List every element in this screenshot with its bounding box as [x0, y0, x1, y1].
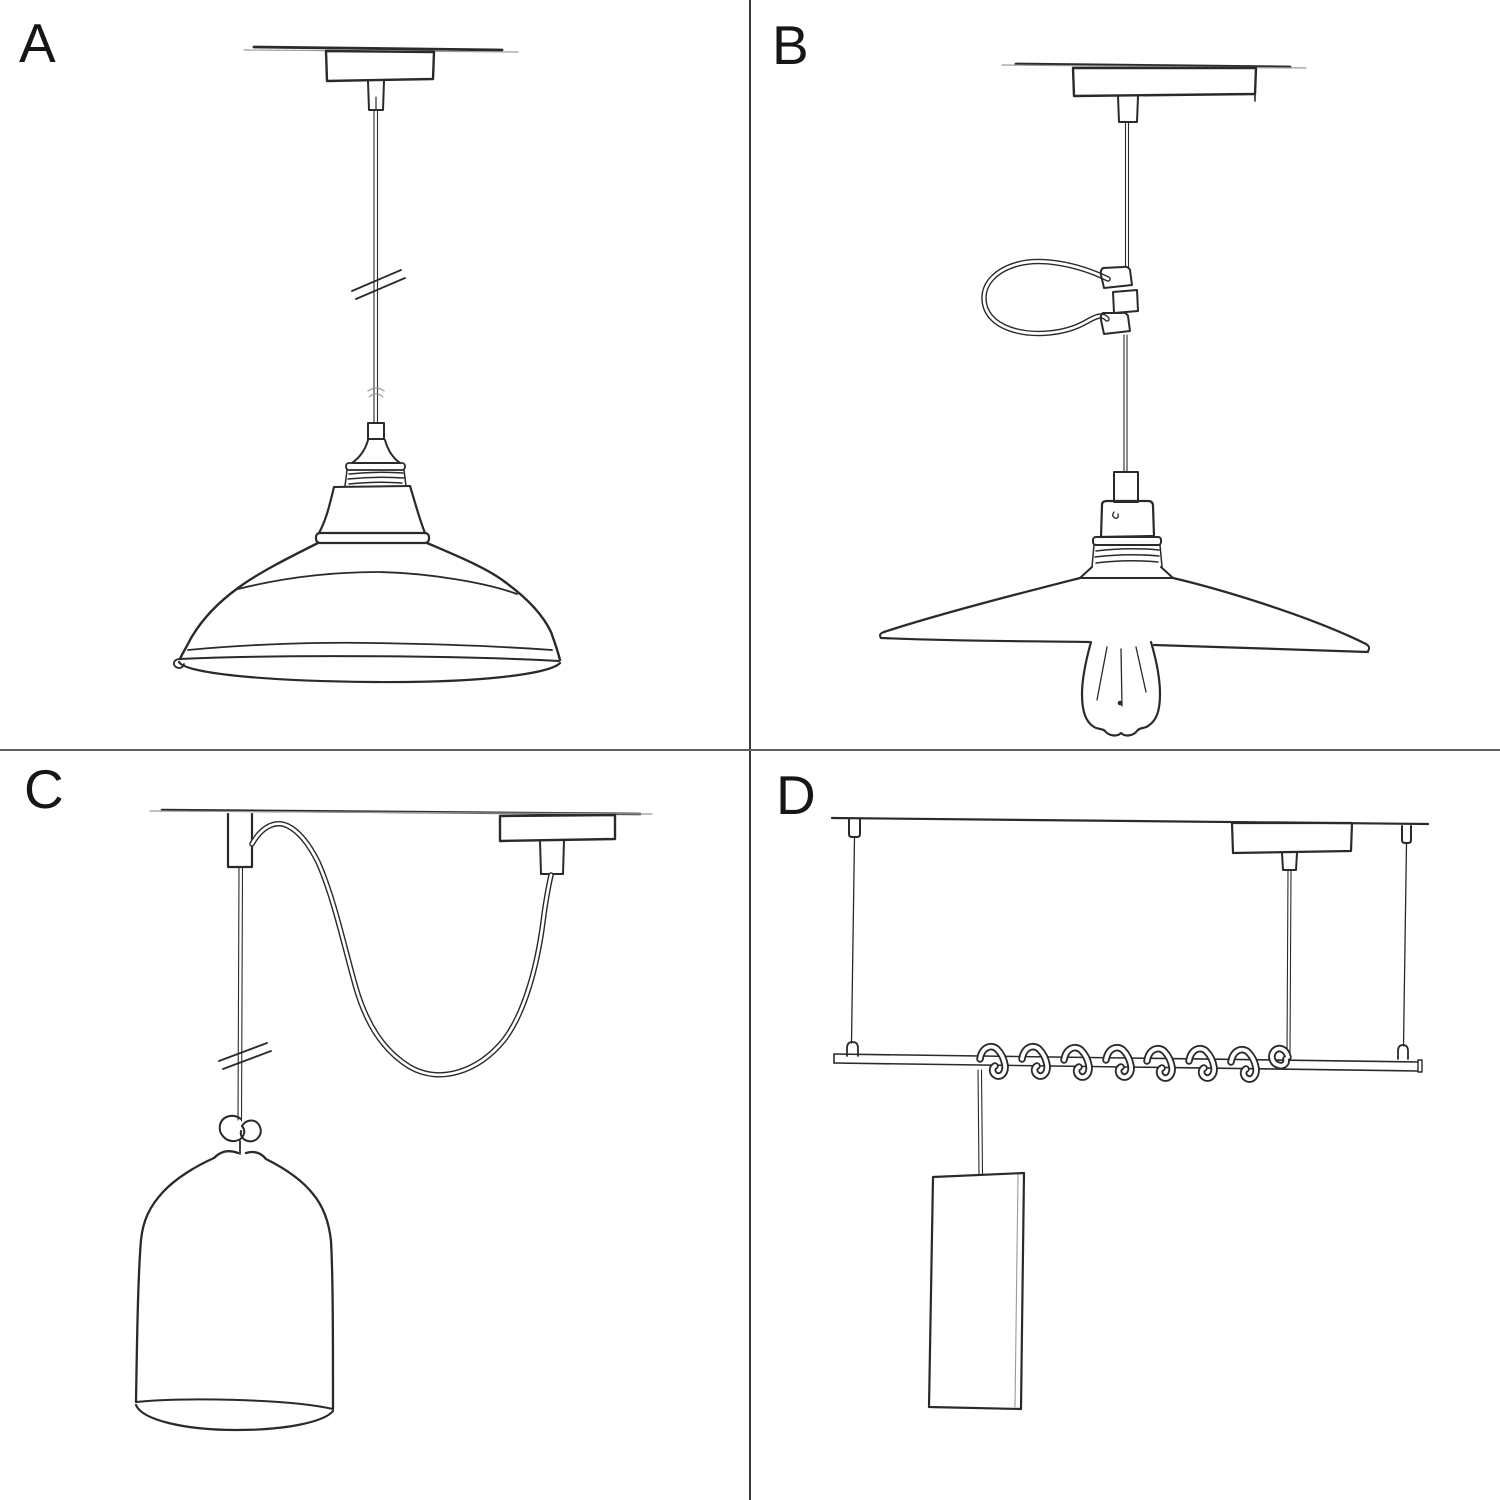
panel-c: C — [0, 750, 750, 1500]
cylinder-drop-cable — [977, 1069, 984, 1175]
draped-swag-cable — [249, 821, 554, 1078]
bell-shade — [134, 1150, 335, 1432]
panel-b-label: B — [772, 14, 809, 76]
cylinder-shade — [927, 1171, 1026, 1411]
light-bulb — [1080, 640, 1162, 737]
panel-d-label: D — [776, 764, 816, 826]
panel-b: B — [750, 0, 1500, 750]
pendant-flat-shade-bulb-sketch — [879, 62, 1371, 737]
cable-length-break-marks — [218, 1042, 272, 1070]
swag-pendant-bell-shade-sketch — [134, 808, 653, 1432]
cable-knot — [218, 1114, 262, 1155]
lamp-holder — [1079, 471, 1174, 579]
shade-neck — [314, 484, 431, 545]
pendant-cable-lower — [1123, 334, 1128, 472]
pendant-cable — [373, 109, 379, 424]
panel-d: D — [750, 750, 1500, 1500]
drop-cable — [237, 866, 244, 1122]
ceiling-rose — [498, 813, 617, 875]
pendant-cable-upper — [1124, 121, 1130, 268]
rose-drop-cable — [1286, 869, 1292, 1054]
ceiling-rose — [1071, 66, 1258, 123]
bar-suspension-cylinder-pendant-sketch — [830, 816, 1430, 1411]
bulb-filament-dot — [1117, 700, 1123, 706]
panel-a-label: A — [19, 12, 56, 74]
left-hanger — [846, 818, 861, 1057]
industrial-bowl-shade — [173, 541, 562, 684]
ceiling-line — [149, 808, 653, 816]
lamp-holder — [344, 422, 407, 487]
panel-a: A — [0, 0, 750, 750]
cable-clip — [1099, 265, 1139, 335]
panel-c-label: C — [24, 758, 64, 820]
cable-excess-loop — [981, 258, 1111, 337]
horizontal-divider-line — [0, 749, 1500, 751]
ceiling-rose — [1230, 821, 1354, 871]
pendant-industrial-shade-sketch — [173, 45, 562, 684]
flat-plate-shade — [879, 576, 1371, 654]
right-hanger — [1397, 825, 1412, 1060]
cable-length-break-marks — [351, 269, 406, 300]
cable-adjust-chevron-marks — [367, 387, 385, 398]
ceiling-hook — [226, 812, 254, 869]
wrapped-cord-coils — [976, 1043, 1292, 1083]
ceiling-rose — [324, 49, 436, 111]
